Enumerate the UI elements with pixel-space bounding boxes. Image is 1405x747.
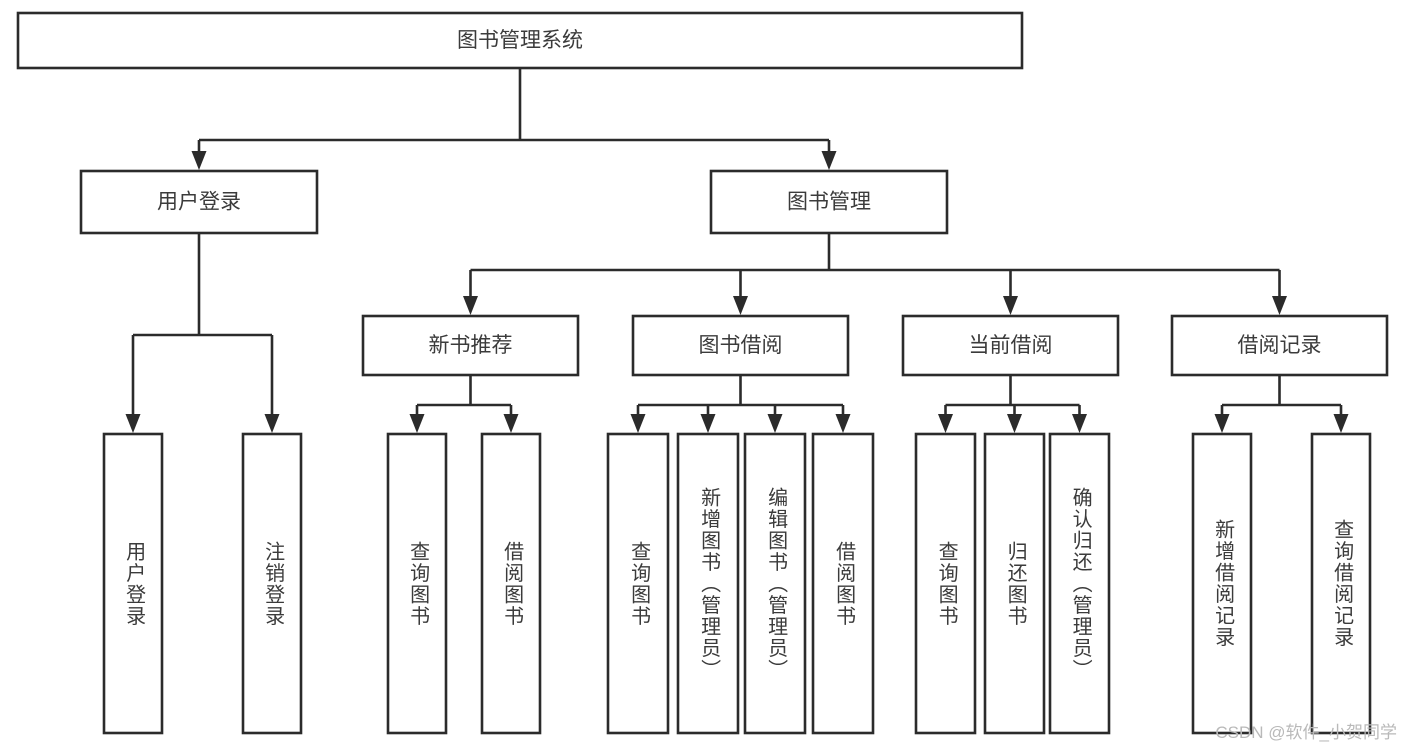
node-图书管理系统-label: 图书管理系统 — [457, 29, 583, 52]
arrow-head-4-3 — [835, 414, 851, 433]
arrow-head-5-1 — [1007, 414, 1022, 433]
node-当前借阅-label: 当前借阅 — [969, 334, 1053, 357]
arrow-head-4-1 — [700, 414, 716, 433]
node-图书管理-box — [709, 169, 949, 235]
node-查询图书-box — [386, 432, 448, 735]
arrow-head-3-1 — [503, 414, 519, 433]
node-查询借阅记录-box — [1310, 432, 1372, 735]
arrow-head-1-0 — [463, 296, 478, 315]
node-新书推荐-box — [361, 314, 580, 377]
node-查询图书-box — [606, 432, 670, 735]
node-借阅图书-box — [811, 432, 875, 735]
node-借阅记录-label: 借阅记录 — [1238, 334, 1322, 357]
node-新书推荐-label: 新书推荐 — [429, 334, 513, 357]
csdn-watermark: CSDN @软件_小贺同学 — [1215, 723, 1397, 742]
node-用户登录-box — [102, 432, 164, 735]
arrow-head-4-0 — [630, 414, 646, 433]
node-借阅记录-box — [1170, 314, 1389, 377]
node-确认归还管理员-box — [1048, 432, 1111, 735]
arrow-head-6-0 — [1214, 414, 1230, 433]
arrow-head-2-0 — [125, 414, 141, 433]
node-编辑图书管理员-box — [743, 432, 807, 735]
node-注销登录-box — [241, 432, 303, 735]
arrow-head-6-1 — [1333, 414, 1349, 433]
box-layer — [16, 11, 1389, 735]
arrow-head-5-2 — [1072, 414, 1087, 433]
node-图书管理-label: 图书管理 — [787, 191, 871, 214]
arrow-head-3-0 — [409, 414, 425, 433]
arrow-head-2-1 — [264, 414, 280, 433]
arrow-head-5-0 — [938, 414, 953, 433]
arrow-head-1-3 — [1272, 296, 1287, 315]
arrow-head-1-2 — [1003, 296, 1018, 315]
arrow-head-0-1 — [821, 151, 837, 170]
node-图书借阅-box — [631, 314, 850, 377]
node-借阅图书-box — [480, 432, 542, 735]
arrow-head-0-0 — [191, 151, 207, 170]
node-查询图书-box — [914, 432, 977, 735]
node-用户登录-label: 用户登录 — [157, 191, 241, 214]
arrow-head-1-1 — [733, 296, 748, 315]
node-归还图书-box — [983, 432, 1046, 735]
node-当前借阅-box — [901, 314, 1120, 377]
node-图书借阅-label: 图书借阅 — [699, 334, 783, 357]
connector-layer — [125, 68, 1349, 433]
arrow-head-4-2 — [767, 414, 783, 433]
node-图书管理系统-box — [16, 11, 1024, 70]
node-新增借阅记录-box — [1191, 432, 1253, 735]
node-用户登录-box — [79, 169, 319, 235]
node-新增图书管理员-box — [676, 432, 740, 735]
